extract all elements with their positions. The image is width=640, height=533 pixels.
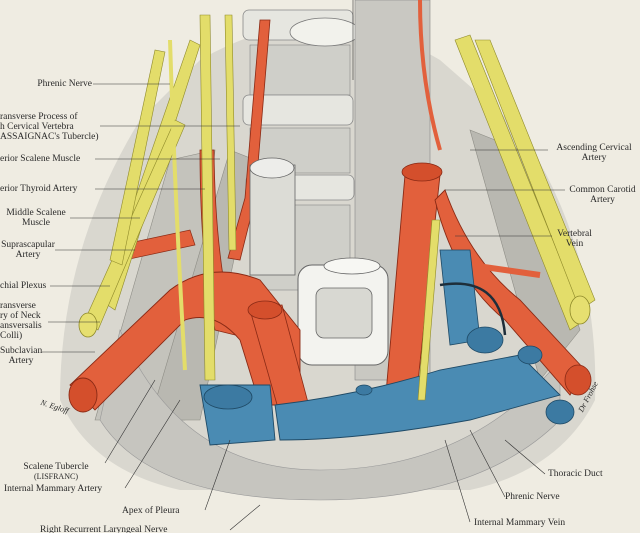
phrenic-branch-left bbox=[168, 39, 187, 371]
apex-of-pleura bbox=[99, 329, 561, 501]
label-internal-mammary-vein: Internal Mammary Vein bbox=[474, 518, 566, 528]
label-transverse-neck-line2: ry of Neck bbox=[0, 311, 41, 321]
subclavian-vein-cut bbox=[545, 399, 575, 425]
ascending-cervical-artery bbox=[418, 0, 442, 151]
label-middle-scalene: Middle Scalene Muscle bbox=[2, 208, 70, 228]
label-scalene-tubercle: Scalene Tubercle (LISFRANC) bbox=[6, 462, 106, 482]
label-suprascapular-line2: Artery bbox=[15, 250, 41, 260]
label-brachial-plexus: chial Plexus bbox=[0, 281, 47, 291]
vertebral-artery-left bbox=[227, 19, 271, 261]
vertebral-body-section bbox=[289, 17, 361, 47]
label-transverse-neck-line1: ransverse bbox=[0, 301, 36, 311]
clavicle-section bbox=[249, 157, 295, 179]
jugular-cut bbox=[466, 326, 504, 354]
label-common-carotid: Common Carotid Artery bbox=[565, 185, 640, 205]
label-ascending-cervical-line1: Ascending Cervical bbox=[556, 143, 632, 153]
vagus-nerve-right bbox=[417, 219, 441, 401]
brachiocephalic-vein-left bbox=[274, 354, 561, 441]
label-recurrent-laryngeal: Right Recurrent Laryngeal Nerve bbox=[40, 525, 168, 533]
label-common-carotid-line1: Common Carotid bbox=[569, 185, 636, 195]
innominate-cut bbox=[247, 300, 283, 320]
label-vertebral-vein: Vertebral Vein bbox=[552, 229, 597, 249]
label-transverse-process-line2: h Cervical Vertebra bbox=[0, 122, 74, 132]
label-transverse-neck-line3: ansversalis bbox=[0, 321, 42, 331]
label-transverse-neck-line4: Colli) bbox=[0, 331, 23, 341]
label-subclavian: Subclavian Artery bbox=[0, 346, 42, 366]
longus-colli bbox=[249, 44, 351, 96]
label-phrenic-nerve: Phrenic Nerve bbox=[37, 79, 92, 89]
carotid-cut bbox=[401, 162, 443, 182]
label-apex-pleura: Apex of Pleura bbox=[122, 506, 180, 516]
label-vertebral-vein-line2: Vein bbox=[565, 239, 584, 249]
subclavian-cut-left bbox=[68, 377, 98, 413]
vagus-nerve-left bbox=[224, 14, 237, 251]
suprascapular-artery-right bbox=[469, 262, 541, 278]
brachial-plexus-right-2 bbox=[474, 39, 596, 311]
brachial-plexus-trunk-3 bbox=[109, 49, 166, 266]
thyroid-vein-cut bbox=[355, 384, 373, 396]
label-ascending-cervical-line2: Artery bbox=[581, 153, 607, 163]
label-scalene-tubercle-line1: Scalene Tubercle bbox=[23, 462, 89, 472]
plexus-cut-left bbox=[78, 312, 98, 338]
label-ascending-cervical: Ascending Cervical Artery bbox=[548, 143, 640, 163]
label-suprascapular-line1: Suprascapular bbox=[1, 240, 55, 250]
leader-lines bbox=[42, 0, 565, 531]
label-suprascapular: Suprascapular Artery bbox=[0, 240, 56, 260]
label-transverse-process-line1: ransverse Process of bbox=[0, 112, 78, 122]
phrenic-nerve-left bbox=[199, 14, 216, 381]
label-anterior-scalene: erior Scalene Muscle bbox=[0, 154, 81, 164]
label-vertebral-vein-line1: Vertebral bbox=[557, 229, 592, 239]
vertebra-2 bbox=[242, 94, 354, 126]
label-middle-scalene-line1: Middle Scalene bbox=[6, 208, 66, 218]
label-transverse-neck: ransverse ry of Neck ansversalis Colli) bbox=[0, 301, 42, 341]
label-thoracic-duct: Thoracic Duct bbox=[548, 469, 603, 479]
subclavian-artery-right bbox=[434, 189, 586, 396]
vein-cut-lateral bbox=[517, 345, 543, 365]
clavicle-cut-left bbox=[249, 164, 296, 276]
vein-cut-right bbox=[203, 384, 253, 410]
label-middle-scalene-line2: Muscle bbox=[22, 218, 50, 228]
label-common-carotid-line2: Artery bbox=[590, 195, 615, 205]
label-scalene-tubercle-line2: (LISFRANC) bbox=[33, 472, 78, 481]
thoracic-duct-arch bbox=[439, 282, 507, 336]
label-subclavian-line1: Subclavian bbox=[0, 346, 43, 356]
label-phrenic-nerve-right: Phrenic Nerve bbox=[505, 492, 560, 502]
rib-marrow bbox=[315, 287, 373, 339]
label-transverse-process-line3: ASSAIGNAC's Tubercle) bbox=[0, 132, 99, 142]
label-transverse-process: ransverse Process of h Cervical Vertebra… bbox=[0, 112, 99, 142]
label-inferior-thyroid: erior Thyroid Artery bbox=[0, 184, 78, 194]
plexus-cut-right bbox=[569, 295, 591, 325]
vertebral-cut bbox=[323, 257, 381, 275]
label-internal-mammary-artery: Internal Mammary Artery bbox=[4, 484, 103, 494]
subclavian-cut-right bbox=[564, 364, 592, 396]
label-subclavian-line2: Artery bbox=[8, 356, 34, 366]
